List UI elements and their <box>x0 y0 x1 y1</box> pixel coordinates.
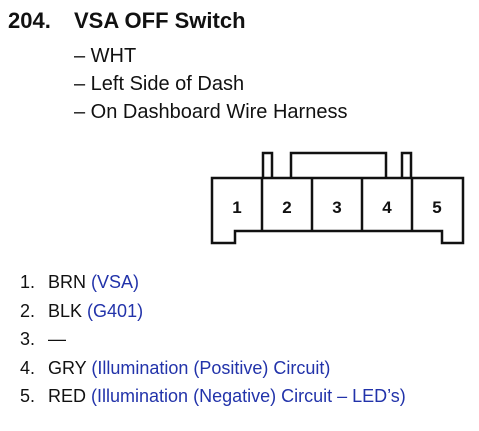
pin-description: (VSA) <box>91 272 140 292</box>
pin-number: 1. <box>20 272 36 292</box>
detail-color: – WHT <box>74 45 137 67</box>
wire-color: RED <box>48 386 87 406</box>
pinout-item: 4. GRY (Illumination (Positive) Circuit) <box>20 354 406 383</box>
pin-number: 3. <box>20 329 36 349</box>
connector-lock-tab <box>289 151 388 178</box>
pinout-list: 1. BRN (VSA) 2. BLK (G401) 3. — 4. GRY (Illu… <box>20 268 406 411</box>
detail-location: – Left Side of Dash <box>74 73 245 95</box>
component-title: 204. VSA OFF Switch <box>8 8 246 34</box>
wire-color: GRY <box>48 357 87 378</box>
connector-outline <box>210 176 465 245</box>
connector-rib-left <box>261 151 274 178</box>
detail-harness: – On Dashboard Wire Harness <box>74 101 348 123</box>
pinout-item: 5. RED (Illumination (Negative) Circuit –… <box>20 382 406 411</box>
pin-description: (Illumination (Negative) Circuit – LED’s… <box>91 386 406 406</box>
wire-color: BLK <box>48 300 83 321</box>
pin-label-1: 1 <box>232 198 241 217</box>
pin-number: 2. <box>20 300 36 321</box>
pin-description: (G401) <box>87 300 144 321</box>
pinout-item: 2. BLK (G401) <box>20 297 406 326</box>
connector-rib-right <box>400 151 413 178</box>
pin-label-5: 5 <box>432 198 441 217</box>
pin-label-3: 3 <box>332 198 341 217</box>
component-details: – WHT – Left Side of Dash – On Dashboard… <box>74 42 347 126</box>
pin-number: 4. <box>20 357 36 378</box>
pinout-item: 1. BRN (VSA) <box>20 268 406 297</box>
pinout-item: 3. — <box>20 325 406 354</box>
wire-color: BRN <box>48 272 87 292</box>
component-number: 204. <box>8 8 51 33</box>
pin-number: 5. <box>20 386 36 406</box>
wire-color: — <box>48 329 66 349</box>
component-name: VSA OFF Switch <box>74 8 246 33</box>
pin-label-4: 4 <box>382 198 392 217</box>
pin-label-2: 2 <box>282 198 291 217</box>
pin-description: (Illumination (Positive) Circuit) <box>91 357 331 378</box>
